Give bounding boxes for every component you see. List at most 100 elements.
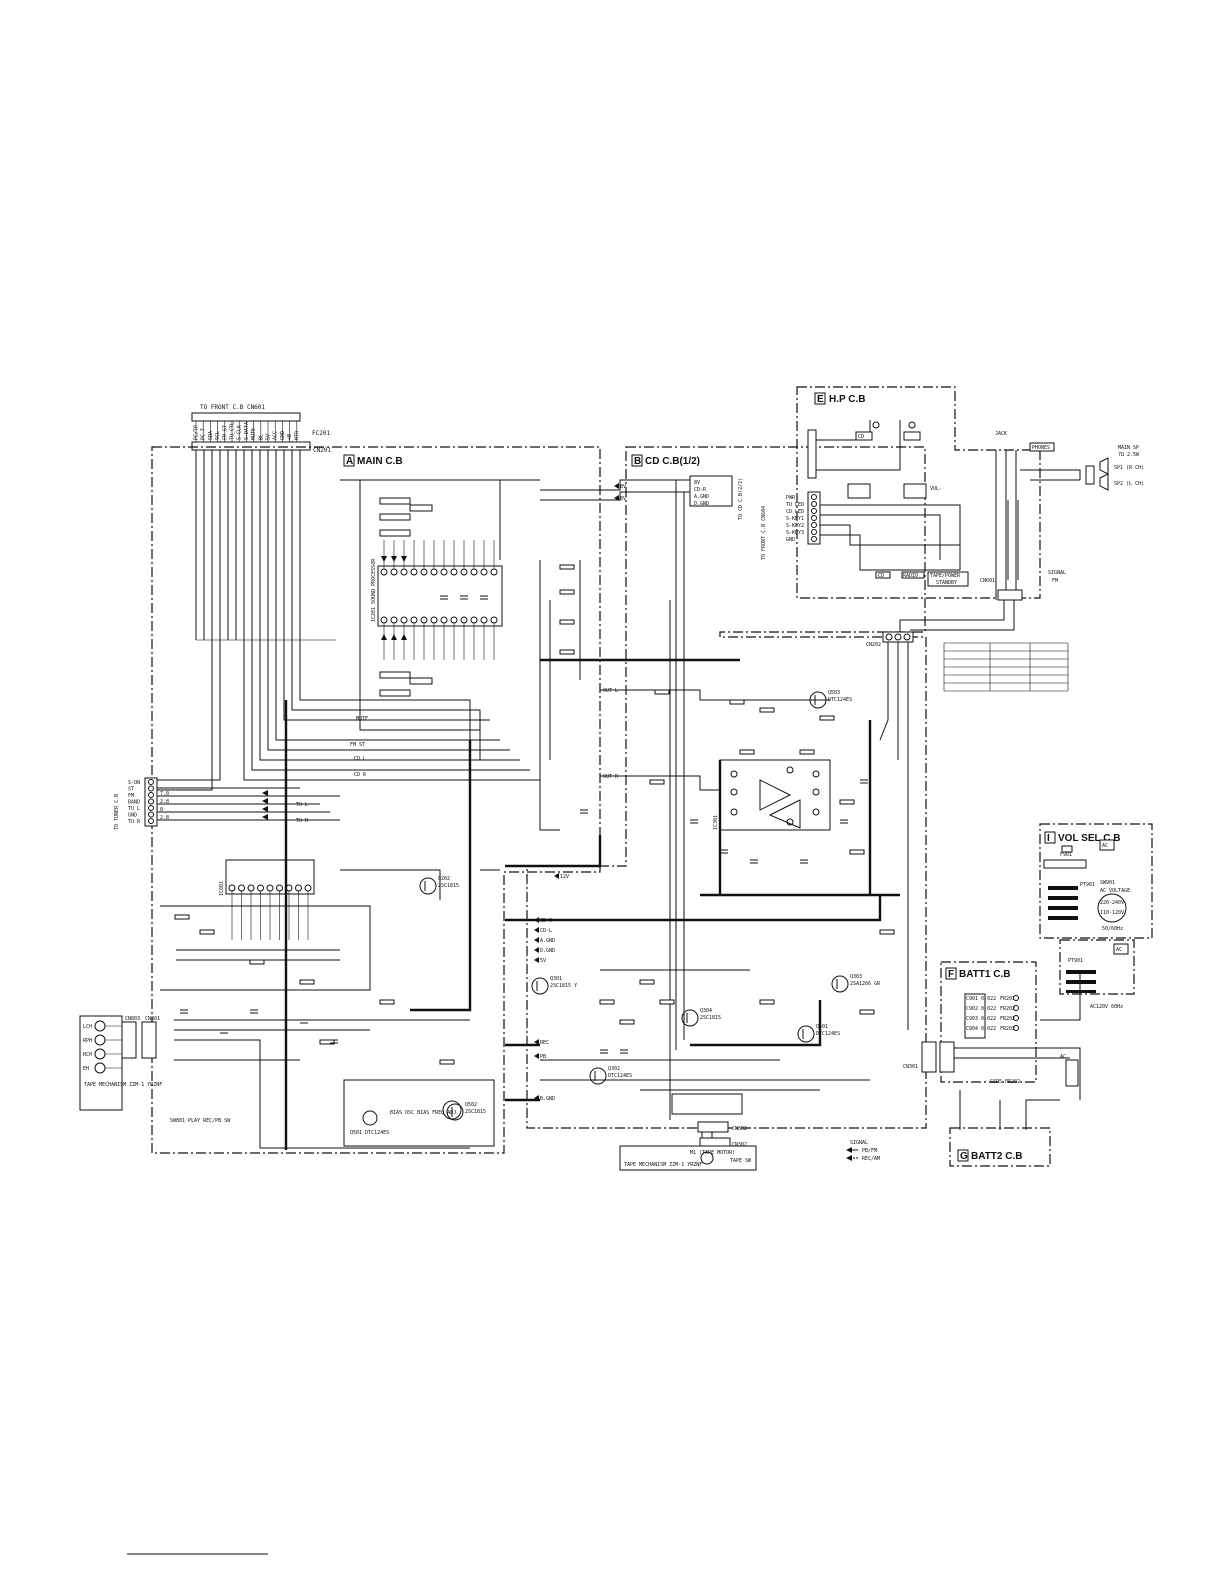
transistor-type: 2SA1266 GR [850, 981, 881, 987]
transistor-type: 2SC1815 [438, 883, 459, 889]
batt1-title: BATT1 C.B [959, 969, 1010, 980]
top-pin-label: GND [280, 431, 286, 440]
batt1-board: F BATT1 C.B [940, 961, 1037, 1083]
fc201-connector: TO FRONT C.B CN601 FC201 CN201 [191, 404, 331, 454]
tape-sw-label: SW801 PLAY REC/PB SW [170, 1118, 231, 1124]
cn202-label: CN202 [866, 642, 881, 648]
ac-input-label: AC120V 60Hz [1090, 1004, 1123, 1010]
batt-fuse: FR202 [1000, 1026, 1015, 1032]
transistor-symbol [419, 877, 437, 895]
reference-table [943, 642, 1069, 692]
top-pin-label: SCL [215, 431, 221, 440]
net-label: TU L [296, 802, 308, 808]
cd-rail-2: CD-R [694, 487, 707, 493]
bias-osc: BIAS OSC BIAS FREQ ADJ Q501 DTC124ES [343, 1079, 495, 1147]
top-pin-label: 5V [266, 434, 272, 440]
tuner-pin-label: ST [128, 787, 134, 793]
cn802-label: CN802 [732, 1126, 747, 1132]
hp-label-vol: VOL- [930, 486, 942, 492]
vol-sel-opt1: 220-240V [1100, 900, 1124, 906]
net-label: CD R [354, 772, 367, 778]
vol-sel-pt: PT901 [1080, 882, 1095, 888]
hp-label-radio: RADIO [903, 573, 918, 579]
batt-main-label: GSD5 FR202 [990, 1079, 1020, 1085]
ic-pin [786, 818, 794, 826]
cn202-connector: CN202 [866, 631, 914, 648]
transistor-name: Q301 [550, 976, 562, 982]
ic301-block: IC301 [713, 759, 831, 831]
transistor-symbol [831, 975, 849, 993]
hp-label-cd2: CD [878, 573, 884, 579]
to-tuner-label: TO TUNER C.B [114, 794, 120, 830]
to-front-label: TO FRONT C.B CN604 [761, 506, 767, 560]
rail-label: 5V [540, 958, 546, 964]
batt1-letter: F [948, 969, 954, 980]
transistor-name: Q302 [608, 1066, 620, 1072]
batt-fuse: FR201 [1000, 996, 1015, 1002]
top-pin-label: MTR [294, 430, 300, 440]
cd-board-title: CD C.B(1/2) [645, 456, 700, 467]
transistor-type: 2SC1815 [700, 1015, 721, 1021]
tuner-pin-label: S-ON [128, 780, 140, 786]
wiring [150, 450, 1081, 1150]
hp-front-pin: CD LED [786, 509, 804, 515]
ic201-label: IC201 SOUND PROCESSOR [371, 558, 377, 622]
tape-head-label: LCH [83, 1024, 92, 1030]
ic801-block: IC801 [219, 859, 315, 940]
batt-cap: C903 0.022 [966, 1016, 996, 1022]
main-speakers: MAIN SP 7Ω 2.5W SP1 (R CH) SP2 (L CH) [1085, 445, 1144, 491]
vol-sel-sw: SW901 [1100, 880, 1115, 886]
vol-sel-title: VOL SEL C.B [1058, 833, 1120, 844]
cn201-label: CN201 [313, 447, 331, 454]
ic-pin [812, 808, 820, 816]
ic-pin [730, 770, 738, 778]
phones-label: PHONES [1032, 445, 1050, 451]
tuner-voltage: 7.0 [160, 791, 169, 797]
rail-label: CD-R [540, 918, 553, 924]
cd-board-letter: B [634, 456, 641, 467]
front-top-label: TO FRONT C.B CN601 [200, 404, 265, 411]
cd-rail-3: A.GND [694, 494, 709, 500]
cn301-label: CN301 [903, 1064, 918, 1070]
ac-block-label: AC [1116, 947, 1122, 953]
transistor-type: DTC124ES [828, 697, 852, 703]
tuner-pin-label: BAND [128, 800, 140, 806]
hp-label-cd: CD [858, 434, 864, 440]
rail-label: A.GND [540, 938, 555, 944]
top-pin-label: S-DATA [244, 422, 250, 440]
tape-head-label: RPH [83, 1038, 92, 1044]
speaker-spec: 7Ω 2.5W [1118, 452, 1140, 458]
top-pin-label: ACC [273, 431, 279, 440]
hp-board-letter: E [817, 394, 824, 405]
tape-mech-title: TAPE MECHANISM ZZM-1 YRZNF [84, 1082, 162, 1088]
signal-legend: SIGNAL PB/FM REC/AM [846, 1140, 880, 1162]
cn801-label: CN801 [145, 1016, 160, 1022]
motor-mech-title: TAPE MECHANISM ZZM-1 YRZNF [624, 1162, 702, 1168]
transistor-symbol [589, 1067, 607, 1085]
top-pin-label: BL [258, 434, 264, 440]
tuner-pin-label: GND [128, 813, 137, 819]
hp-signal-label: SIGNAL [1048, 570, 1066, 576]
ic301-label: IC301 [713, 815, 719, 830]
vol-sel-opt2: 110-120V [1100, 910, 1124, 916]
speaker-sp1: SP1 (R CH) [1114, 465, 1144, 471]
ac-side-label: AC [1060, 1054, 1066, 1060]
vol-sel-contents: AC F901 PT901 SW901 AC VOLTAGE 220-240V … [1043, 839, 1130, 932]
transistor-name: Q503 [828, 690, 840, 696]
cn302-label: CN302 [732, 1142, 747, 1148]
tape-head-label: RCH [83, 1052, 92, 1058]
ac-block-pt: PT901 [1068, 958, 1083, 964]
transistor-type: DTC124ES [816, 1031, 840, 1037]
vol-sel-acv: AC VOLTAGE [1100, 888, 1130, 894]
cd-rail-1: 8V [694, 480, 700, 486]
ic-pin [730, 808, 738, 816]
legend-rec: REC/AM [862, 1156, 880, 1162]
top-pin-label: S-CLK [237, 425, 243, 440]
batt-cap: C904 0.022 [966, 1026, 996, 1032]
ac-inputs: AC [1060, 1054, 1079, 1087]
